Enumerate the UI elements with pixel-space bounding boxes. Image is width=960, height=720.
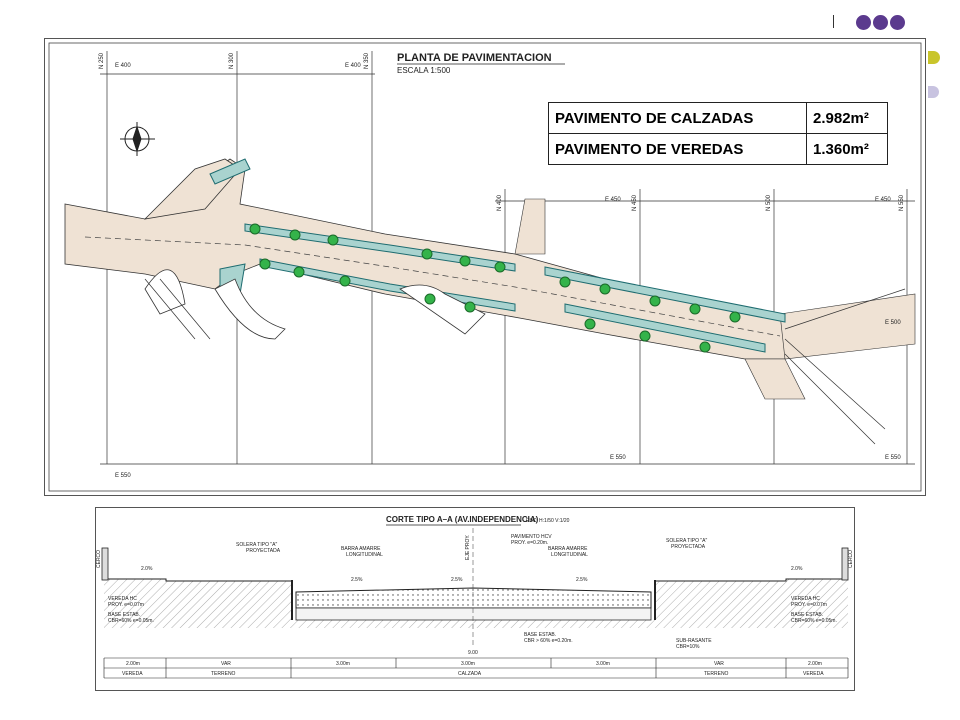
paving-quantities-table: PAVIMENTO DE CALZADAS 2.982m² PAVIMENTO … xyxy=(548,102,888,165)
svg-text:VAR: VAR xyxy=(221,661,231,667)
svg-text:N 400: N 400 xyxy=(497,194,503,211)
svg-text:BASE ESTAB.: BASE ESTAB. xyxy=(524,632,556,638)
svg-text:LONGITUDINAL: LONGITUDINAL xyxy=(551,552,588,558)
svg-text:PROYECTADA: PROYECTADA xyxy=(671,544,706,550)
svg-text:2.0%: 2.0% xyxy=(791,566,803,572)
svg-text:PROYECTADA: PROYECTADA xyxy=(246,548,281,554)
quantity-value: 1.360m² xyxy=(806,133,888,165)
cross-section-drawing: CORTE TIPO A–A (AV.INDEPENDENCIA) ESC: H… xyxy=(95,507,855,691)
svg-text:2.5%: 2.5% xyxy=(451,577,463,583)
svg-text:CBR=60% e=0.05m.: CBR=60% e=0.05m. xyxy=(791,618,837,624)
paving-plan-svg: PLANTA DE PAVIMENTACION ESCALA 1:500 E 4… xyxy=(48,42,922,492)
svg-text:BASE ESTAB.: BASE ESTAB. xyxy=(791,612,823,618)
table-row: PAVIMENTO DE VEREDAS 1.360m² xyxy=(548,133,888,165)
road-centerline xyxy=(84,236,781,337)
svg-text:E 550: E 550 xyxy=(610,455,626,461)
svg-text:2.0%: 2.0% xyxy=(141,566,153,572)
quantity-label: PAVIMENTO DE CALZADAS xyxy=(548,102,807,134)
svg-text:TERRENO: TERRENO xyxy=(704,671,729,677)
svg-text:3.00m: 3.00m xyxy=(461,661,475,667)
svg-text:2.5%: 2.5% xyxy=(351,577,363,583)
purple-dot-2 xyxy=(873,15,888,30)
svg-text:9.00: 9.00 xyxy=(468,650,478,656)
svg-text:VEREDA: VEREDA xyxy=(122,671,143,677)
decorative-separator xyxy=(833,15,834,28)
svg-text:VEREDA HC: VEREDA HC xyxy=(791,596,820,602)
svg-text:SOLERA TIPO "A": SOLERA TIPO "A" xyxy=(666,538,707,544)
svg-text:2.00m: 2.00m xyxy=(808,661,822,667)
dimension-bar: 2.00m VEREDA VAR TERRENO 3.00m 3.00m CAL… xyxy=(103,657,849,679)
section-title: CORTE TIPO A–A (AV.INDEPENDENCIA) xyxy=(386,515,539,524)
axis-label: EJE PROY. xyxy=(465,535,471,560)
olive-dot xyxy=(928,51,940,64)
svg-text:VEREDA HC: VEREDA HC xyxy=(108,596,137,602)
svg-text:CBR > 60% e=0.20m.: CBR > 60% e=0.20m. xyxy=(524,638,573,644)
svg-text:SUB-RASANTE: SUB-RASANTE xyxy=(676,638,712,644)
svg-text:E 450: E 450 xyxy=(605,197,621,203)
svg-text:LONGITUDINAL: LONGITUDINAL xyxy=(346,552,383,558)
svg-text:E 500: E 500 xyxy=(885,320,901,326)
svg-text:CALZADA: CALZADA xyxy=(458,671,482,677)
road-pavement xyxy=(64,158,916,400)
svg-text:E 550: E 550 xyxy=(115,473,131,479)
pavement-layers xyxy=(291,580,656,621)
north-arrow xyxy=(120,122,155,156)
svg-text:SOLERA TIPO "A": SOLERA TIPO "A" xyxy=(236,542,277,548)
svg-text:PAVIMENTO HCV: PAVIMENTO HCV xyxy=(511,534,552,540)
ground-profile xyxy=(104,578,848,628)
svg-text:E 400: E 400 xyxy=(345,63,361,69)
svg-text:BASE ESTAB.: BASE ESTAB. xyxy=(108,612,140,618)
svg-text:N 300: N 300 xyxy=(229,52,235,69)
svg-text:PROY. e=0.20m.: PROY. e=0.20m. xyxy=(511,540,548,546)
svg-text:E 450: E 450 xyxy=(875,197,891,203)
traffic-islands xyxy=(144,269,486,340)
plan-title: PLANTA DE PAVIMENTACION xyxy=(397,52,552,64)
svg-text:N 450: N 450 xyxy=(632,194,638,211)
svg-text:N 350: N 350 xyxy=(364,52,370,69)
svg-text:3.00m: 3.00m xyxy=(596,661,610,667)
tree-markers xyxy=(249,223,741,353)
quantity-value: 2.982m² xyxy=(806,102,888,134)
fence-right xyxy=(841,547,849,581)
svg-text:2.00m: 2.00m xyxy=(126,661,140,667)
svg-text:PROY. e=0.07m: PROY. e=0.07m xyxy=(108,602,144,608)
svg-text:TERRENO: TERRENO xyxy=(211,671,236,677)
fence-left xyxy=(101,547,109,581)
section-annotations: SOLERA TIPO "A" PROYECTADA BARRA AMARRE … xyxy=(108,534,837,656)
svg-text:N 500: N 500 xyxy=(766,194,772,211)
side-streets xyxy=(144,278,906,445)
svg-text:VAR: VAR xyxy=(714,661,724,667)
svg-text:CBR=10%: CBR=10% xyxy=(676,644,700,650)
svg-text:CERCO: CERCO xyxy=(96,550,102,568)
svg-text:N 550: N 550 xyxy=(899,194,905,211)
svg-text:E 400: E 400 xyxy=(115,63,131,69)
svg-text:VEREDA: VEREDA xyxy=(803,671,824,677)
svg-text:BARRA AMARRE: BARRA AMARRE xyxy=(548,546,588,552)
svg-text:CERCO: CERCO xyxy=(848,550,854,568)
plan-inner-border xyxy=(48,42,922,492)
svg-text:BARRA AMARRE: BARRA AMARRE xyxy=(341,546,381,552)
svg-text:3.00m: 3.00m xyxy=(336,661,350,667)
table-row: PAVIMENTO DE CALZADAS 2.982m² xyxy=(548,102,888,134)
grid-labels: E 400 E 400 E 450 E 450 E 550 E 550 E 55… xyxy=(99,52,905,479)
svg-text:E 550: E 550 xyxy=(885,455,901,461)
cross-section-svg: CORTE TIPO A–A (AV.INDEPENDENCIA) ESC: H… xyxy=(96,515,854,679)
svg-text:2.5%: 2.5% xyxy=(576,577,588,583)
section-scale: ESC: H:1/50 V:1/20 xyxy=(526,518,570,524)
purple-dot-1 xyxy=(856,15,871,30)
plan-scale: ESCALA 1:500 xyxy=(397,66,451,75)
svg-text:CBR=60% e=0.05m.: CBR=60% e=0.05m. xyxy=(108,618,154,624)
quantity-label: PAVIMENTO DE VEREDAS xyxy=(548,133,807,165)
svg-text:PROY. e=0.07m: PROY. e=0.07m xyxy=(791,602,827,608)
purple-dot-3 xyxy=(890,15,905,30)
svg-text:N 250: N 250 xyxy=(99,52,105,69)
lavender-dot xyxy=(928,86,939,98)
